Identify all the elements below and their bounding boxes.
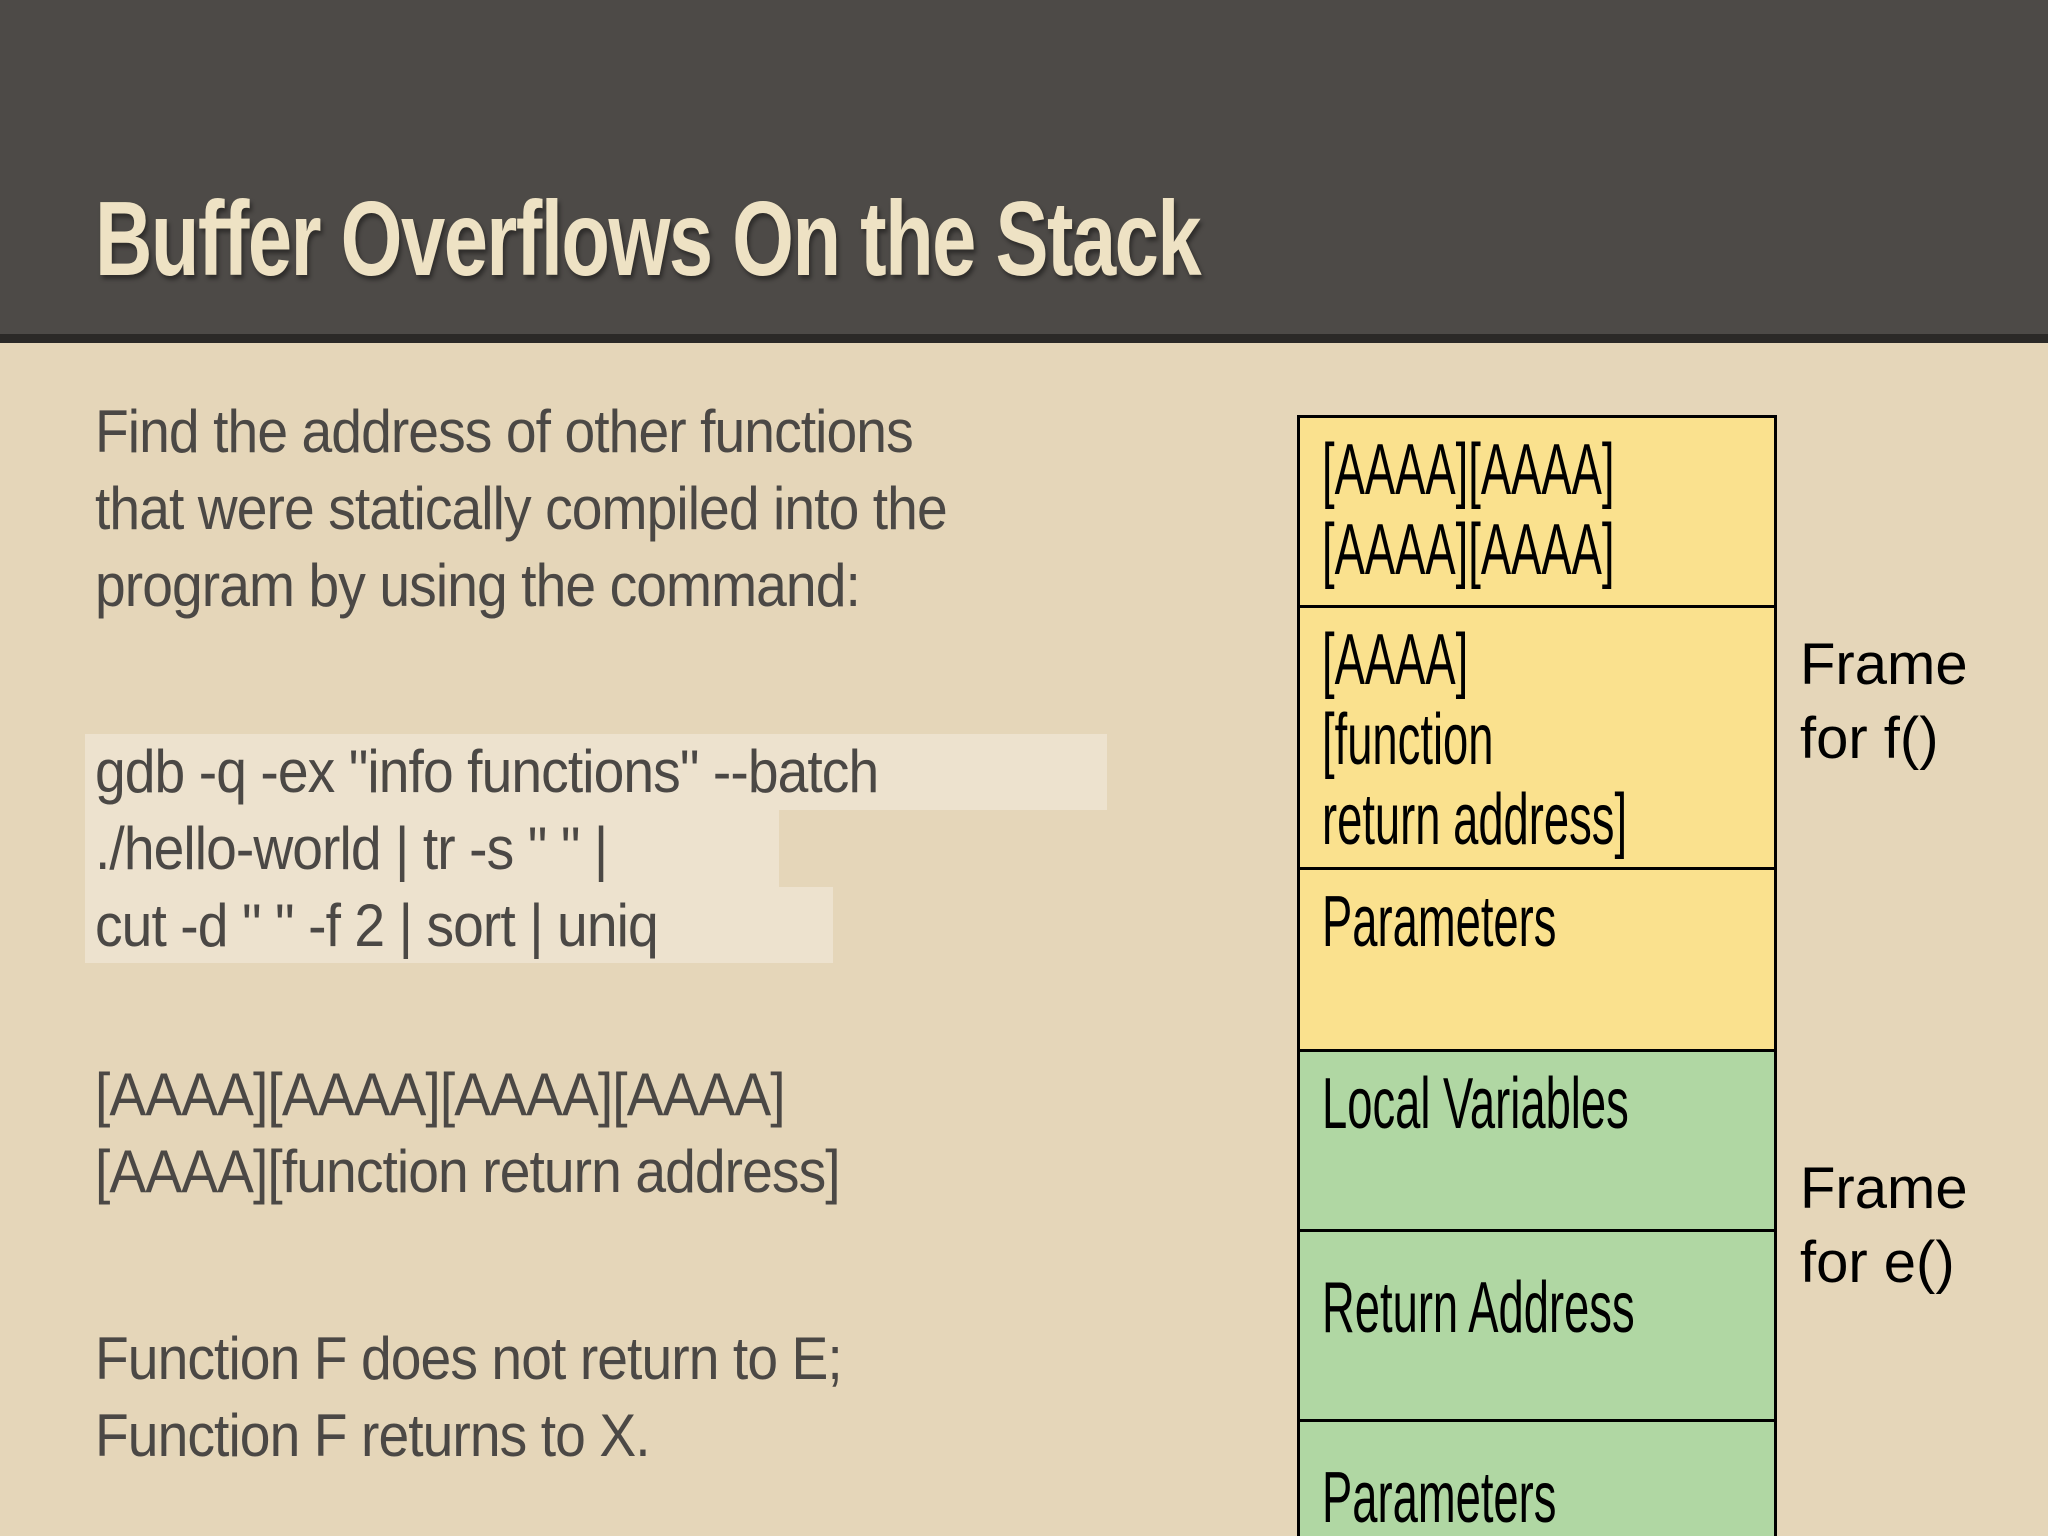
note-line: Function F does not return to E; <box>95 1325 843 1392</box>
intro-line: program by using the command: <box>95 552 861 619</box>
frame-label-line: for e() <box>1800 1230 1955 1295</box>
frame-for-e-label: Frame for e() <box>1800 1152 1968 1300</box>
command-highlight <box>85 810 779 887</box>
command-highlight <box>85 887 833 963</box>
stack-box-line: Parameters <box>1322 1458 1557 1536</box>
stack-box-parameters-f: Parameters <box>1297 867 1777 1052</box>
stack-box-local-variables: Local Variables <box>1297 1049 1777 1232</box>
stack-diagram: [AAAA][AAAA] [AAAA][AAAA] [AAAA] [functi… <box>1297 415 1777 1536</box>
command-highlight <box>85 734 1107 810</box>
stack-box-line: Return Address <box>1322 1268 1635 1348</box>
overflow-string-block: [AAAA][AAAA][AAAA][AAAA] [AAAA][function… <box>95 1056 841 1210</box>
frame-for-f-label: Frame for f() <box>1800 628 1968 776</box>
stack-box-overwritten-return: [AAAA] [function return address] <box>1297 605 1777 870</box>
stack-box-line: [AAAA] <box>1322 620 1469 700</box>
frame-label-line: Frame <box>1800 632 1968 697</box>
note-block: Function F does not return to E; Functio… <box>95 1320 843 1474</box>
stack-box-overflow-buffer: [AAAA][AAAA] [AAAA][AAAA] <box>1297 415 1777 608</box>
command-block: gdb -q -ex "info functions" --batch ./he… <box>95 733 879 964</box>
stack-box-line: [function <box>1322 700 1494 780</box>
note-line: Function F returns to X. <box>95 1402 651 1469</box>
stack-box-line: return address] <box>1322 780 1628 860</box>
header-band: Buffer Overflows On the Stack <box>0 0 2048 343</box>
intro-line: that were statically compiled into the <box>95 475 948 542</box>
command-line: ./hello-world | tr -s " " | <box>95 815 608 882</box>
intro-paragraph: Find the address of other functions that… <box>95 393 948 624</box>
stack-box-line: [AAAA][AAAA] <box>1322 510 1615 590</box>
overflow-string-line: [AAAA][AAAA][AAAA][AAAA] <box>95 1061 786 1128</box>
stack-box-line: Parameters <box>1322 882 1557 962</box>
frame-label-line: Frame <box>1800 1156 1968 1221</box>
stack-box-line: [AAAA][AAAA] <box>1322 430 1615 510</box>
command-line: gdb -q -ex "info functions" --batch <box>95 738 879 805</box>
overflow-string-line: [AAAA][function return address] <box>95 1138 841 1205</box>
command-line: cut -d " " -f 2 | sort | uniq <box>95 892 659 959</box>
intro-line: Find the address of other functions <box>95 398 914 465</box>
frame-label-line: for f() <box>1800 706 1939 771</box>
stack-box-line: Local Variables <box>1322 1064 1629 1144</box>
page-title: Buffer Overflows On the Stack <box>95 180 1202 298</box>
stack-box-return-address: Return Address <box>1297 1229 1777 1422</box>
stack-box-parameters-e: Parameters <box>1297 1419 1777 1536</box>
